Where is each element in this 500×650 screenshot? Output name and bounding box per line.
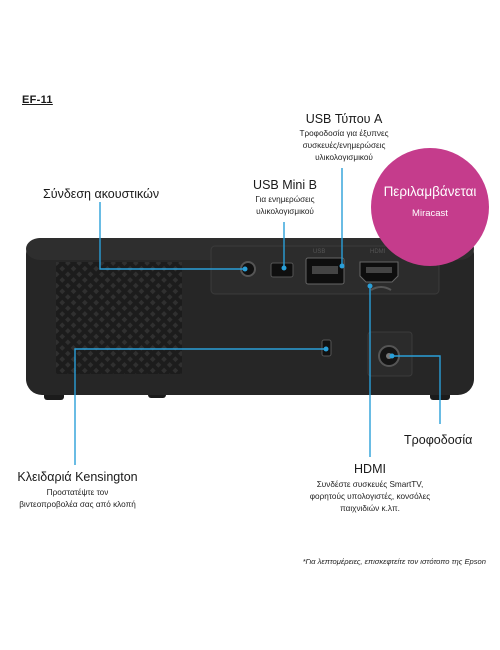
miracast-badge: Περιλαμβάνεται Miracast	[371, 148, 489, 266]
hdmi-desc-3: παιχνιδιών κ.λπ.	[340, 504, 400, 513]
headphones-title: Σύνδεση ακουστικών	[43, 187, 160, 201]
hdmi-desc-2: φορητούς υπολογιστές, κονσόλες	[309, 492, 431, 501]
usb-a-desc-3: υλικολογισμικού	[315, 153, 373, 162]
usb-a-desc-2: συσκευές/ενημερώσεις	[302, 141, 386, 150]
badge-line-2: Miracast	[412, 208, 448, 219]
usb-print-label: USB	[313, 249, 326, 255]
callout-line-headphones	[99, 202, 245, 270]
power-title: Τροφοδοσία	[404, 433, 473, 447]
callout-line-kensington	[74, 348, 326, 465]
hdmi-desc-1: Συνδέστε συσκευές SmartTV,	[316, 480, 424, 489]
usb-mini-callout: USB Mini B Για ενημερώσεις υλικολογισμικ…	[240, 178, 330, 218]
usb-mini-port	[270, 262, 294, 278]
kensington-callout: Κλειδαριά Kensington Προστατέψτε τον βιν…	[0, 470, 155, 511]
usb-mini-title: USB Mini B	[253, 178, 317, 192]
kensington-desc-1: Προστατέψτε τον	[46, 488, 109, 497]
badge-line-1: Περιλαμβάνεται	[383, 184, 477, 199]
usb-a-callout: USB Τύπου A Τροφοδοσία για έξυπνες συσκε…	[284, 112, 404, 164]
speaker-grille	[56, 262, 182, 374]
callout-line-power	[392, 355, 441, 424]
usb-a-title: USB Τύπου A	[305, 112, 383, 126]
hdmi-print-label: HDMI	[370, 249, 386, 255]
usb-mini-desc-2: υλικολογισμικού	[256, 207, 314, 216]
hdmi-title: HDMI	[354, 462, 386, 476]
footnote: *Για λεπτομέρειες, επισκεφτείτε τον ιστό…	[302, 557, 486, 566]
usb-a-desc-1: Τροφοδοσία για έξυπνες	[299, 129, 389, 138]
model-label: EF-11	[22, 94, 53, 106]
hdmi-callout: HDMI Συνδέστε συσκευές SmartTV, φορητούς…	[292, 462, 448, 515]
kensington-title: Κλειδαριά Kensington	[17, 470, 138, 484]
kensington-desc-2: βιντεοπροβολέα σας από κλοπή	[19, 500, 136, 509]
usb-mini-desc-1: Για ενημερώσεις	[255, 195, 315, 204]
